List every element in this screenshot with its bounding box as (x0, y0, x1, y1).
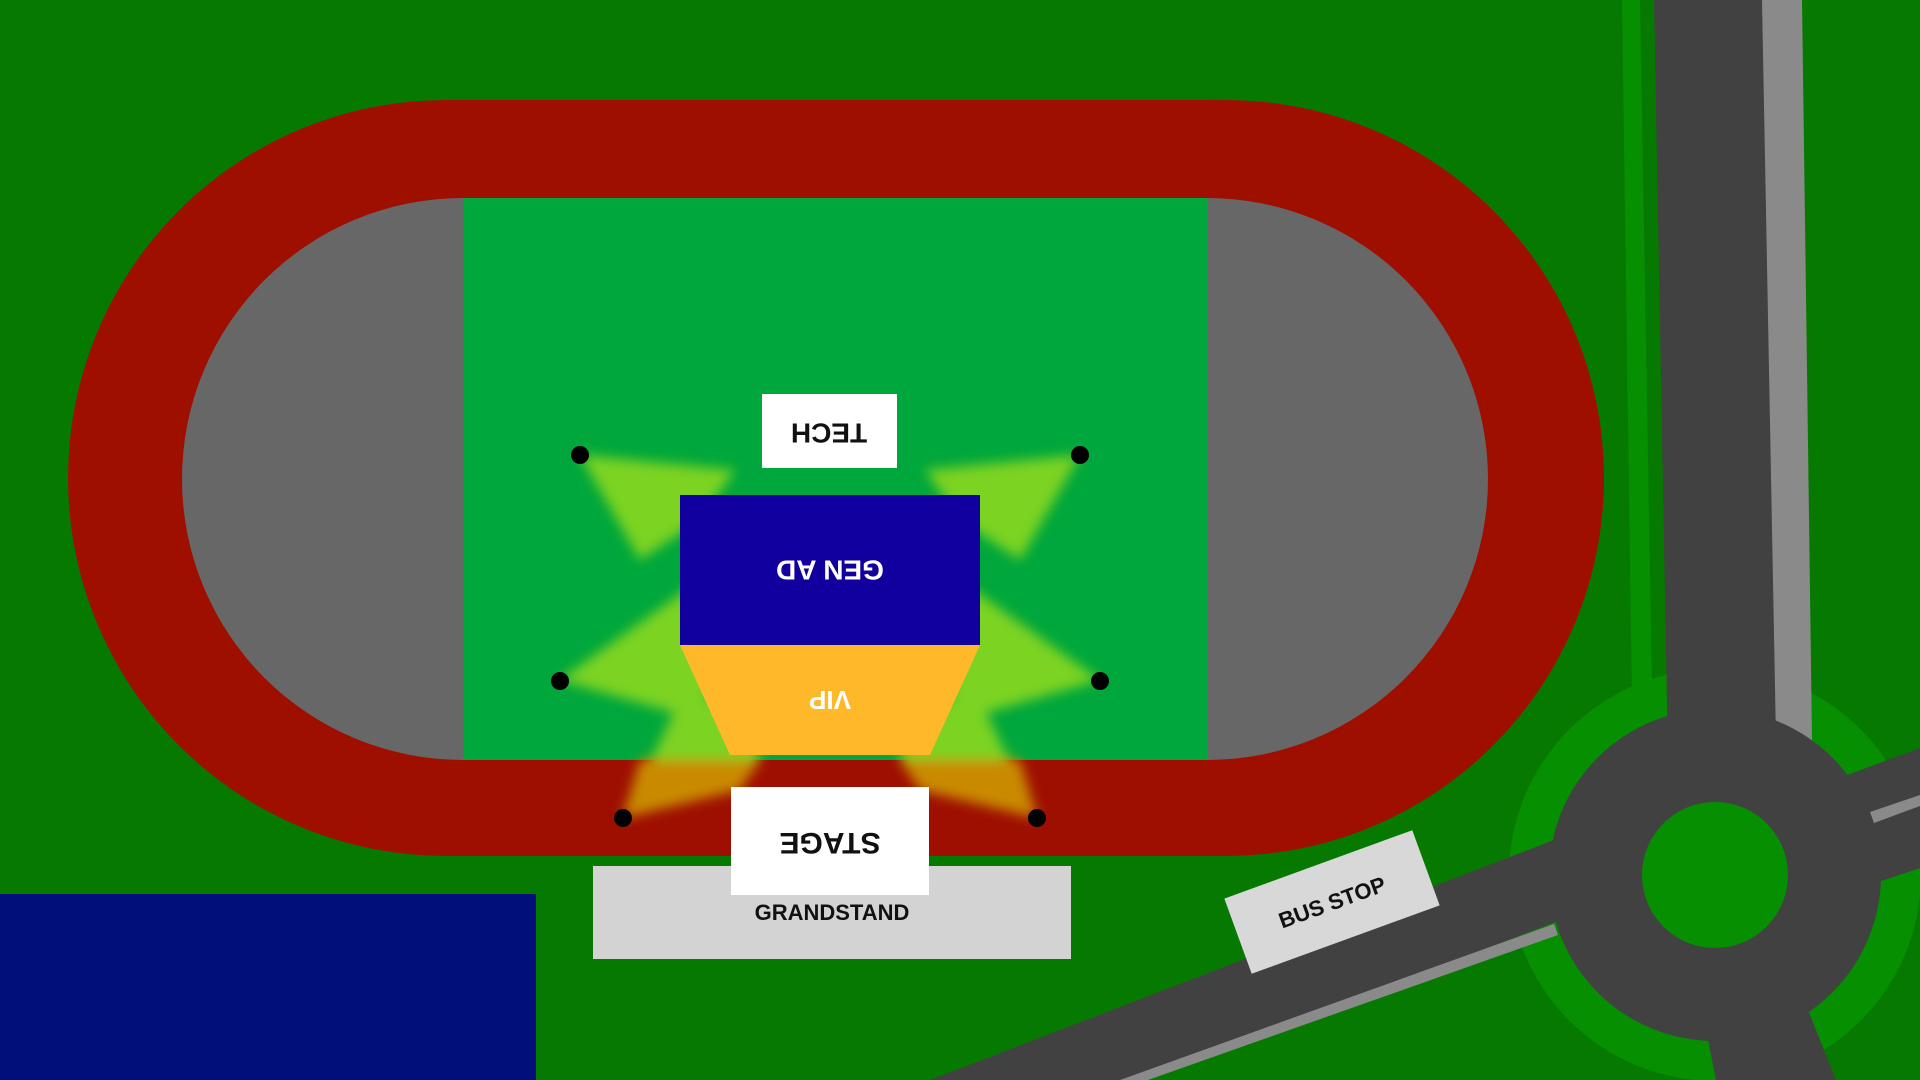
light-tower-dot[interactable] (571, 446, 589, 464)
light-tower-dot[interactable] (1091, 672, 1109, 690)
roundabout-island (1642, 802, 1788, 948)
bus-stop[interactable]: BUS STOP (1224, 830, 1440, 974)
road-network (930, 0, 1920, 1080)
tech-box[interactable] (762, 394, 897, 468)
light-towers (551, 446, 1109, 827)
road-north-median (1762, 0, 1812, 740)
road-east-median (1870, 795, 1920, 823)
light-tower-dot[interactable] (614, 809, 632, 827)
vip-label: VIP (809, 685, 851, 715)
beams-over-track (623, 745, 1037, 818)
light-tower-dot[interactable] (551, 672, 569, 690)
bus-stop-box (1224, 830, 1440, 974)
stage-box[interactable] (731, 787, 929, 895)
road-southwest-median (1120, 924, 1558, 1080)
grandstand-label: GRANDSTAND (755, 900, 910, 925)
road-verge (1622, 0, 1652, 700)
stage-label: STAGE (779, 826, 880, 859)
vip-zone[interactable] (680, 645, 980, 755)
road-north (1654, 0, 1778, 760)
gen-ad-zone[interactable] (680, 495, 980, 645)
light-tower-dot[interactable] (1028, 809, 1046, 827)
water-area (0, 894, 536, 1080)
light-tower-dot[interactable] (1071, 446, 1089, 464)
gen-ad-label: GEN AD (776, 555, 884, 586)
tech-label: TECH (791, 418, 867, 449)
